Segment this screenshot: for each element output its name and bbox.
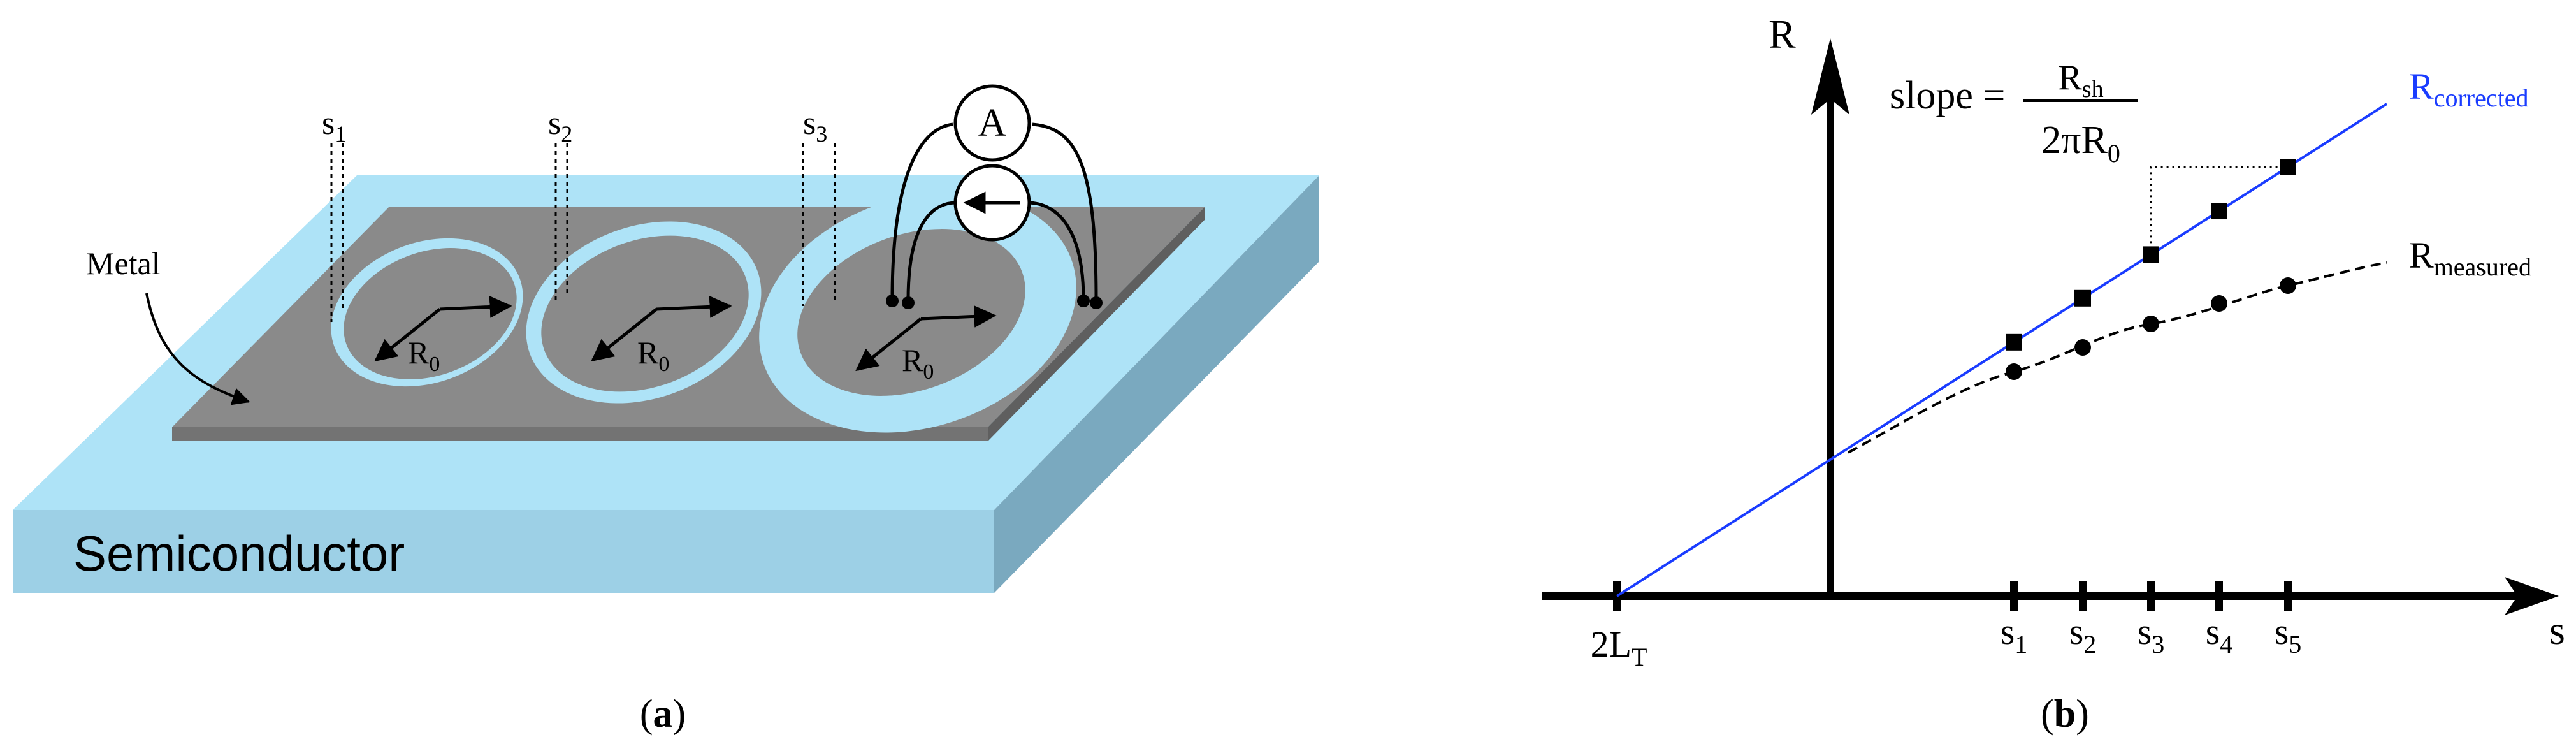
substrate-label: Semiconductor [73,525,405,581]
y-axis-arrowhead-icon [1811,38,1849,115]
ctlm-ring-2: R0 [526,221,762,404]
x-tick-label: s2 [2069,611,2097,659]
radius-label: R0 [637,335,669,376]
corrected-point [2006,333,2022,351]
metal-pointer-arrow [145,293,250,405]
radius-label: R0 [902,342,934,384]
metal-label: Metal [86,245,161,281]
ctlm-ring-1: R0 [331,238,523,387]
x-tick-label: s3 [2138,611,2165,659]
slope-numerator: Rsh [2058,58,2103,103]
ammeter-circle [953,84,1031,162]
x-tick-label: s4 [2206,611,2233,659]
probe-contact [1090,296,1103,309]
measured-point [2074,339,2091,356]
semiconductor-front-face [13,510,994,593]
slope-denominator: 2πR0 [2041,119,2120,168]
slope-triangle [2150,166,2288,255]
intercept-label: 2LT [1591,624,1647,671]
radius-arrow-x [920,305,997,328]
measured-point [2006,363,2022,380]
semiconductor-side-face [994,175,1319,593]
measured-point [2211,295,2227,312]
probe-contact [1077,295,1090,307]
y-axis-label: R [1769,11,1796,57]
measured-point [2143,316,2159,332]
caption-b: (b) [2041,692,2089,736]
x-axis-arrowhead-icon [2505,577,2559,615]
panel-a: Semiconductor R0 R0 R0 [13,84,1319,736]
radius-arrow-x [656,295,732,318]
measured-point [2280,277,2296,294]
metal-plate-side-edge [988,207,1205,441]
radius-arrow-y [374,308,441,362]
series-label-measured: Rmeasured [2409,235,2531,281]
radius-arrow-y [855,317,922,372]
corrected-fit-line [1616,103,2388,597]
corrected-point [2280,159,2296,175]
current-source [953,164,1031,242]
measurement-circuit [890,122,1098,300]
corrected-point [2143,246,2159,263]
spacing-markers [330,143,836,322]
caption-a: (a) [640,692,686,736]
radius-arrow-x [439,295,512,318]
inner-contact [797,229,1025,396]
ammeter-label: A [978,101,1007,145]
measured-curve [1848,261,2387,454]
radius-arrow-y [591,308,658,362]
ammeter: A [953,84,1031,162]
slope-equation: slope = Rsh 2πR0 [1890,58,2138,168]
probe-contact [902,296,915,309]
spacing-label-s3: s3 [803,105,827,147]
spacing-label-s1: s1 [322,105,346,147]
slope-prefix: slope = [1890,74,2005,117]
x-tick-label: s1 [2001,611,2028,659]
metal-plate-front-edge [172,427,988,441]
x-axis-label: s [2549,608,2565,653]
ctlm-ring-3: R0 [759,192,1076,433]
panel-b: R s 2LT s1 s2 s3 s4 s5 slope = Rsh 2πR0 Rcor… [1542,11,2565,736]
probe-contact [886,295,899,307]
x-ticks: s1 s2 s3 s4 s5 [2001,581,2302,659]
plot-area [1616,103,2388,597]
series-label-corrected: Rcorrected [2409,66,2528,112]
radius-label: R0 [408,335,440,376]
spacing-label-s2: s2 [548,105,572,147]
x-tick-label: s5 [2275,611,2302,659]
corrected-point [2211,203,2227,220]
corrected-point [2074,289,2091,307]
